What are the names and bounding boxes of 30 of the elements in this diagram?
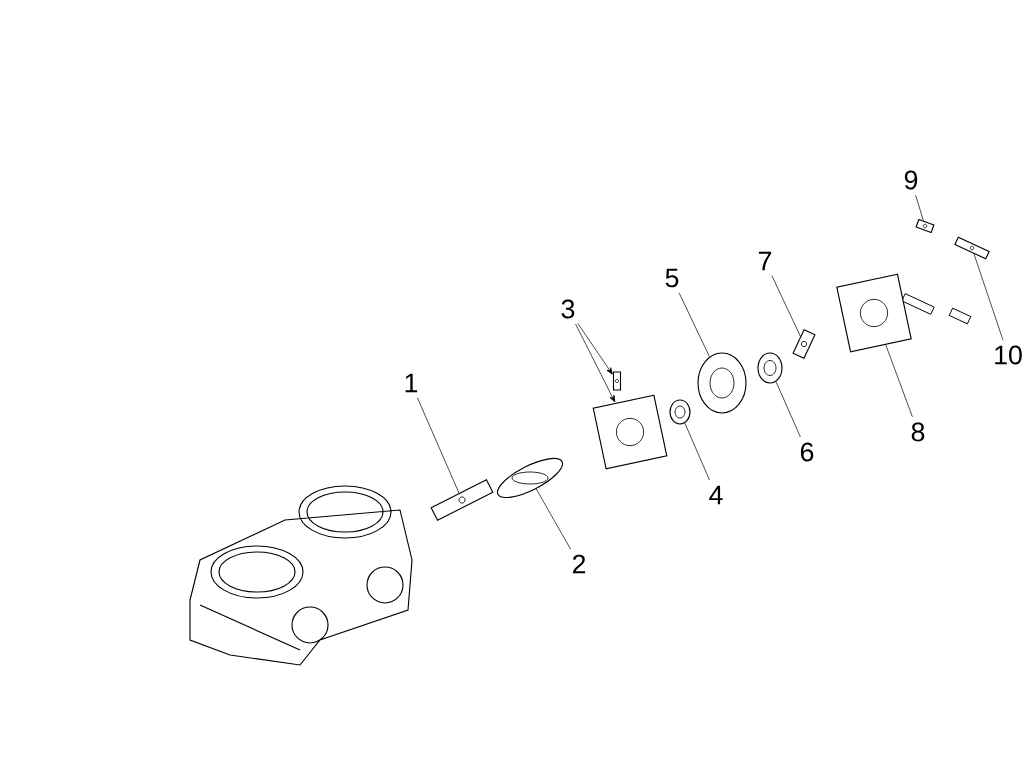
bolt-drawing: [915, 218, 935, 234]
callout-number: 9: [904, 170, 918, 190]
leader-line: [678, 292, 710, 358]
housing-drawing: [592, 394, 668, 470]
diaphragm-drawing: [697, 352, 747, 414]
callout-number: 3: [561, 299, 575, 319]
leader-line: [575, 323, 616, 403]
callout-number: 2: [572, 554, 586, 574]
leader-line: [775, 381, 801, 438]
leader-line: [684, 422, 710, 481]
leader-line: [771, 275, 801, 337]
callout-number: 6: [800, 442, 814, 462]
gasket-drawing: [496, 457, 564, 499]
bolt-drawing: [954, 236, 990, 260]
cap-drawing: [757, 352, 783, 384]
callout-number: 4: [709, 485, 723, 505]
leader-line: [885, 344, 913, 418]
callout-number: 8: [911, 422, 925, 442]
seal-drawing: [669, 399, 691, 425]
callout-number: 1: [405, 373, 418, 393]
callout-number: 7: [758, 251, 772, 271]
leader-line: [417, 397, 460, 494]
leader-line: [535, 488, 571, 550]
pin-drawing: [612, 371, 622, 391]
callout-number: 5: [665, 268, 679, 288]
leader-line: [577, 323, 613, 375]
cover-drawing: [836, 273, 912, 353]
callout-number: 10: [995, 345, 1022, 365]
leader-line: [915, 194, 924, 221]
leader-line: [973, 253, 1004, 341]
